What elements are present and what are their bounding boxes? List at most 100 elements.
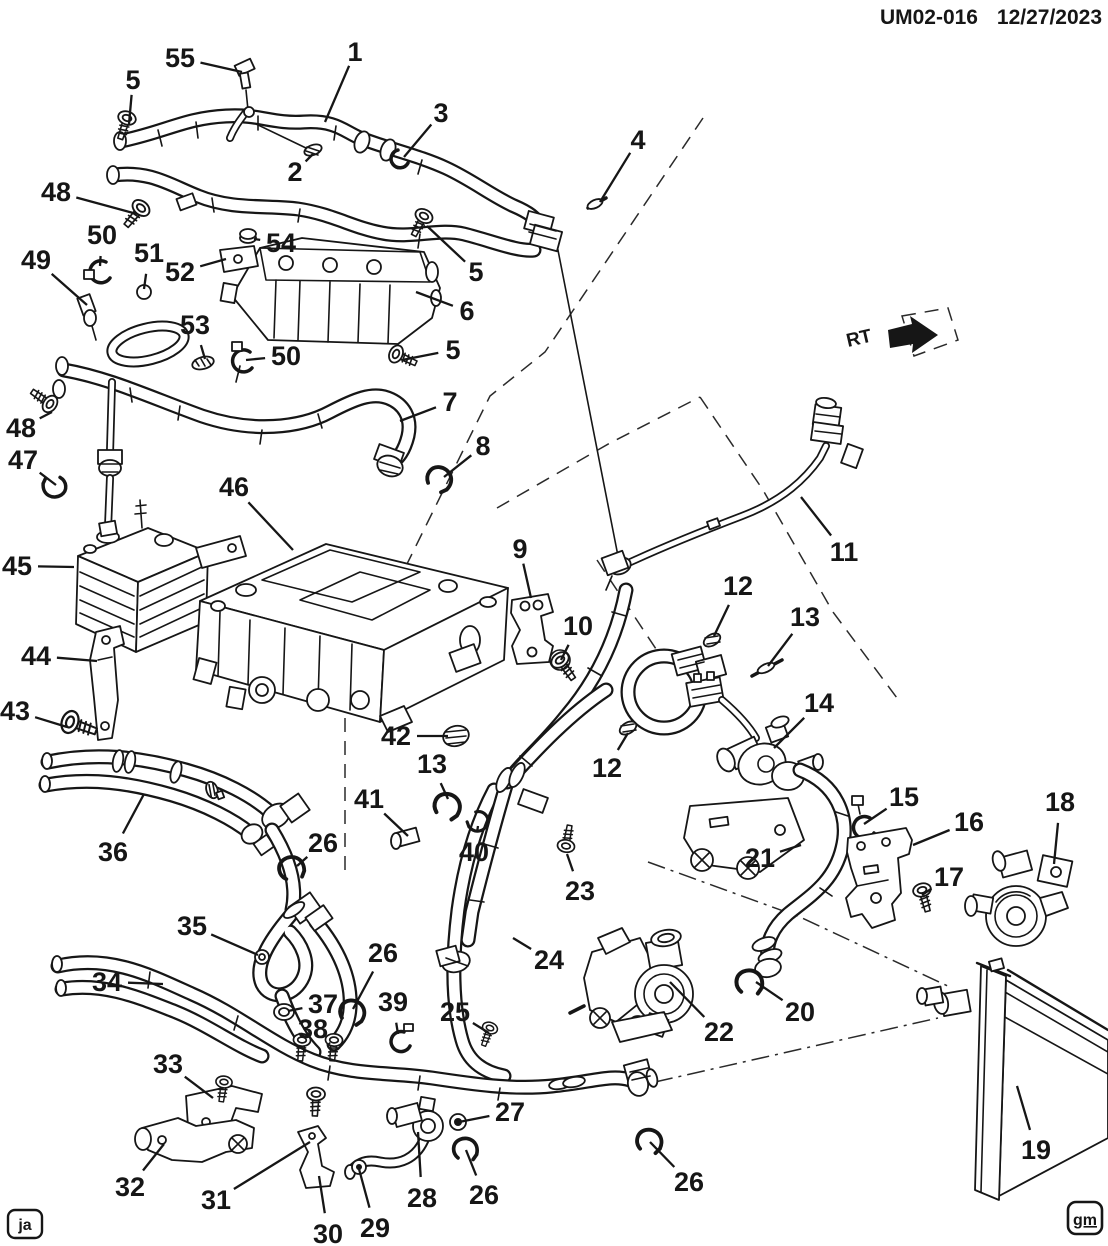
svg-text:29: 29 [360, 1213, 390, 1243]
header: UM02-016 12/27/2023 [880, 6, 1102, 29]
svg-text:12: 12 [592, 753, 622, 783]
callout-layer: 1234555678910111212131314151617181920212… [0, 37, 1075, 1246]
callout-46: 46 [219, 472, 294, 551]
callout-11: 11 [800, 496, 858, 567]
callout-39: 39 [378, 987, 408, 1035]
svg-text:4: 4 [630, 125, 645, 155]
bracket-9 [510, 593, 554, 665]
svg-text:55: 55 [165, 43, 195, 73]
callout-5: 5 [125, 65, 141, 125]
retainer-3 [389, 148, 410, 170]
callout-27: 27 [458, 1097, 525, 1127]
callout-13: 13 [417, 749, 450, 800]
callout-43: 43 [0, 696, 68, 729]
callout-13: 13 [767, 602, 820, 667]
callout-51: 51 [134, 238, 164, 290]
callout-26: 26 [296, 828, 338, 867]
pipe-11 [600, 396, 864, 591]
svg-text:19: 19 [1021, 1135, 1051, 1165]
callout-12: 12 [712, 571, 753, 637]
callout-1: 1 [323, 37, 363, 123]
svg-text:44: 44 [21, 641, 51, 671]
hose-assembly-24 [390, 590, 784, 1076]
svg-text:33: 33 [153, 1049, 183, 1079]
callout-9: 9 [512, 534, 533, 599]
svg-text:17: 17 [934, 862, 964, 892]
screw-31 [304, 1086, 327, 1118]
callout-16: 16 [912, 807, 984, 847]
callout-47: 47 [8, 445, 57, 486]
callout-44: 44 [21, 641, 98, 671]
svg-text:21: 21 [745, 843, 775, 873]
callout-50: 50 [87, 220, 117, 267]
svg-text:46: 46 [219, 472, 249, 502]
pump-18 [964, 849, 1074, 947]
callout-42: 42 [381, 721, 448, 751]
callout-25: 25 [440, 997, 490, 1034]
svg-text:37: 37 [308, 989, 338, 1019]
retainer-4 [586, 196, 608, 210]
callout-5: 5 [401, 335, 461, 365]
svg-text:27: 27 [495, 1097, 525, 1127]
svg-text:39: 39 [378, 987, 408, 1017]
callout-10: 10 [559, 611, 593, 661]
callout-38: 38 [298, 1014, 331, 1045]
hose-21 [735, 770, 848, 997]
bracket-44 [89, 625, 125, 741]
svg-text:52: 52 [165, 257, 195, 287]
callout-30: 30 [313, 1175, 343, 1246]
callout-7: 7 [399, 387, 458, 423]
svg-text:14: 14 [804, 688, 834, 718]
clip-13a [750, 658, 784, 678]
callout-29: 29 [357, 1168, 390, 1243]
sensor-49 [76, 293, 97, 341]
svg-text:8: 8 [475, 431, 490, 461]
bracket-32 [134, 1117, 255, 1163]
svg-text:30: 30 [313, 1219, 343, 1246]
callout-19: 19 [1015, 1085, 1051, 1165]
callout-5: 5 [426, 225, 484, 287]
right-badge-label: gm [1073, 1212, 1097, 1229]
callout-35: 35 [177, 911, 259, 957]
bracket-30 [297, 1125, 335, 1189]
svg-text:20: 20 [785, 997, 815, 1027]
svg-text:50: 50 [271, 341, 301, 371]
callout-18: 18 [1045, 787, 1075, 865]
callout-2: 2 [287, 153, 314, 187]
clamp-15 [851, 795, 876, 841]
hose-36 [40, 749, 311, 857]
callout-50: 50 [245, 341, 301, 371]
screw-10 [547, 648, 582, 686]
frt-arrow-icon [888, 316, 938, 353]
svg-text:15: 15 [889, 782, 919, 812]
callout-20: 20 [755, 981, 815, 1027]
svg-text:26: 26 [368, 938, 398, 968]
svg-text:36: 36 [98, 837, 128, 867]
svg-text:26: 26 [308, 828, 338, 858]
svg-text:35: 35 [177, 911, 207, 941]
clamp-50a [83, 259, 112, 285]
svg-text:13: 13 [790, 602, 820, 632]
svg-text:34: 34 [92, 967, 122, 997]
callout-32: 32 [115, 1143, 165, 1202]
orientation-marker: FRT [844, 138, 1108, 357]
callout-12: 12 [592, 732, 629, 783]
clamp-42 [442, 724, 470, 748]
svg-text:31: 31 [201, 1185, 231, 1215]
clip-26c [450, 1134, 481, 1165]
washer-27 [449, 1113, 467, 1131]
callout-6: 6 [415, 290, 475, 326]
svg-text:23: 23 [565, 876, 595, 906]
svg-text:24: 24 [534, 945, 564, 975]
valve-28 [344, 1095, 444, 1180]
screw-17 [910, 880, 938, 915]
svg-text:28: 28 [407, 1183, 437, 1213]
module-46 [192, 543, 509, 733]
svg-text:47: 47 [8, 445, 38, 475]
callout-31: 31 [201, 1141, 311, 1215]
hose-assembly-35 [255, 830, 369, 1052]
clip-20 [735, 968, 764, 997]
svg-text:53: 53 [180, 310, 210, 340]
callout-14: 14 [773, 688, 834, 749]
